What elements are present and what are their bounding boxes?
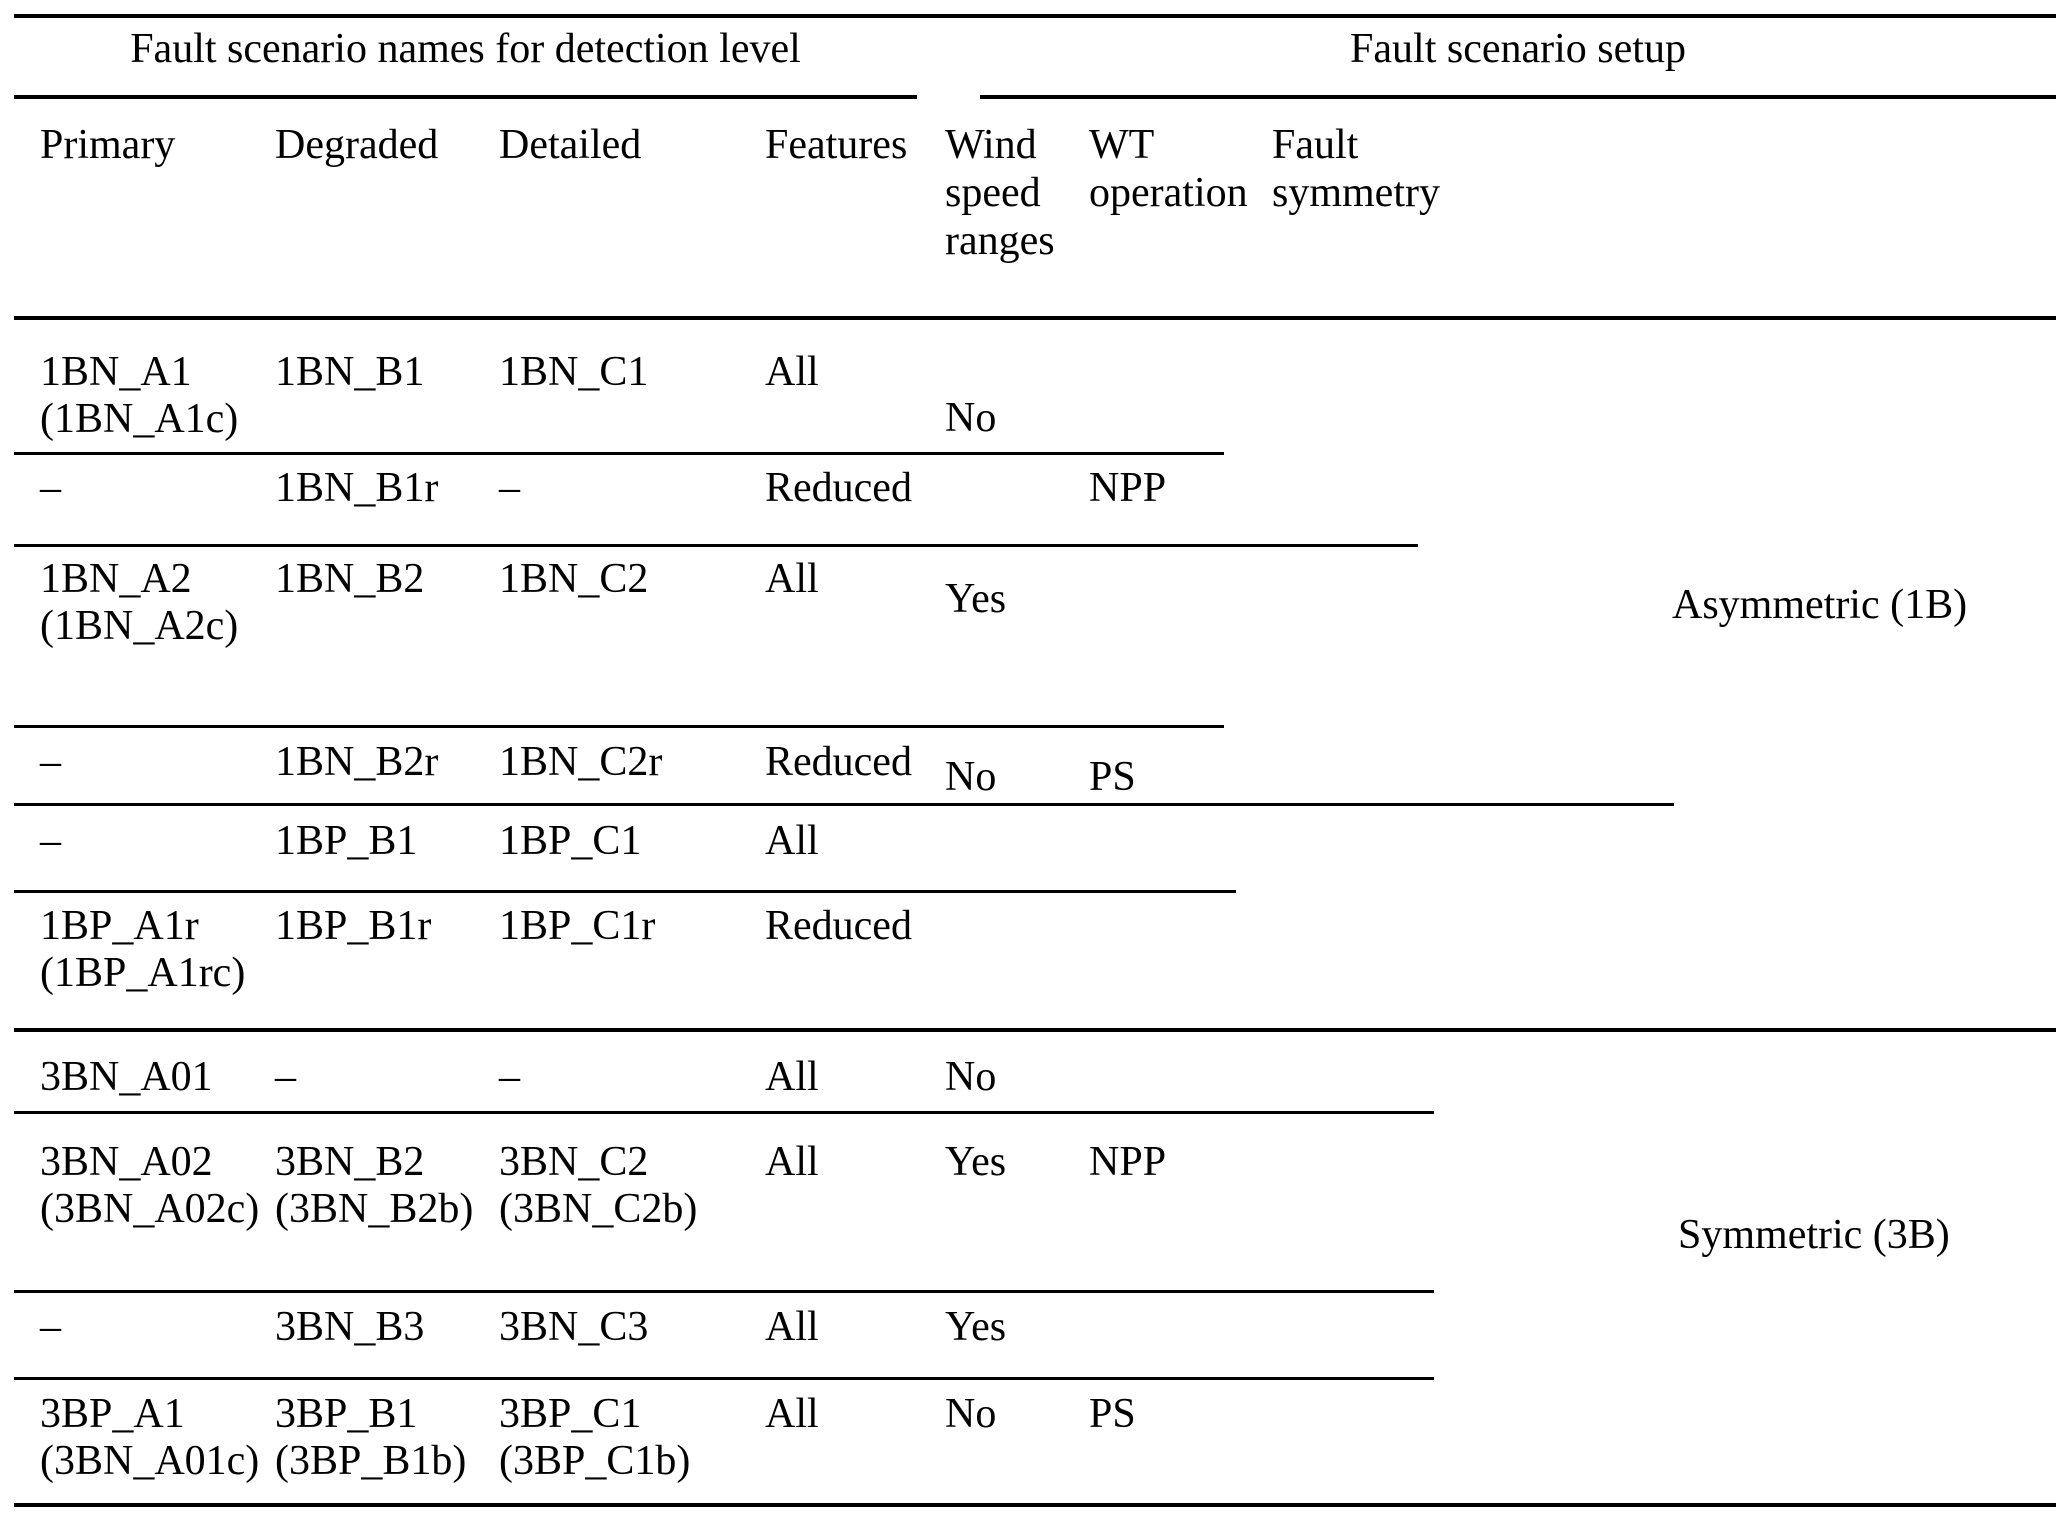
rule-row-after-9 [14,1377,1434,1380]
cell-primary-alt: (3BN_A01c) [40,1438,260,1484]
cell-detailed: 1BN_C2 [499,556,649,602]
cell-degraded: 3BN_B2 [275,1139,425,1185]
cell-degraded: 3BN_B3 [275,1304,425,1350]
rule-row-after-8 [14,1290,1434,1293]
col-header-wind-speed-line3: ranges [945,218,1055,264]
col-header-fault-symmetry-line1: Fault [1272,122,1359,168]
col-header-wt-operation-line1: WT [1089,122,1155,168]
cell-degraded: 1BN_B1 [275,349,425,395]
cell-wind-speed-ranges: No [945,395,997,441]
cell-wind-speed-ranges: No [945,1054,997,1100]
cell-detailed: 1BP_C1 [499,818,642,864]
rule-top [14,14,2056,18]
table-row: – 1BN_B1r – Reduced [0,0,912,511]
table-row: – 1BN_B2r 1BN_C2r Reduced [0,0,912,785]
cell-degraded: 3BP_B1 [275,1391,418,1437]
rule-header-body [14,316,2056,320]
cell-wt-operation: NPP [1089,465,1167,511]
cell-features: All [765,349,819,395]
col-header-primary: Primary [40,122,176,168]
cell-features: All [765,1304,819,1350]
cell-degraded: 1BN_B2 [275,556,425,602]
cell-fault-symmetry: Asymmetric (1B) [1672,582,1968,628]
cell-features: All [765,1054,819,1100]
cell-detailed: – [499,1054,520,1100]
cell-detailed: 1BP_C1r [499,903,656,949]
cell-primary-alt: (1BN_A1c) [40,396,239,442]
cell-primary: 1BN_A1 [40,349,192,395]
cell-features: Reduced [765,903,912,949]
table-row: – 1BP_B1 1BP_C1 All [0,0,819,864]
cell-features: All [765,1139,819,1185]
cell-wt-operation: PS [1089,754,1136,800]
cell-features: All [765,556,819,602]
col-header-features: Features [765,122,908,168]
cell-degraded: 1BN_B2r [275,739,439,785]
cell-detailed: – [499,465,520,511]
cell-features: Reduced [765,739,912,785]
cell-features: All [765,818,819,864]
group-header-detection-level: Fault scenario names for detection level [130,26,801,72]
table-row: 1BP_A1r (1BP_A1rc) 1BP_B1r 1BP_C1r Reduc… [0,0,912,996]
table-row: 3BN_A01 – – All [0,0,819,1100]
cell-wind-speed-ranges: Yes [945,1139,1007,1185]
rule-row-after-3 [14,725,1224,728]
cell-detailed: 1BN_C1 [499,349,649,395]
col-header-wind-speed-line1: Wind [945,122,1037,168]
cell-wind-speed-ranges: No [945,1391,997,1437]
rule-block-separator [14,1028,2056,1032]
cell-primary-alt: (1BP_A1rc) [40,950,246,996]
rule-row-after-2 [14,544,1418,547]
col-header-wt-operation-line2: operation [1089,170,1248,216]
table-row: – 3BN_B3 3BN_C3 All [0,0,819,1350]
cell-primary-alt: (3BN_A02c) [40,1186,260,1232]
cell-degraded: 1BN_B1r [275,465,439,511]
table-row: 1BN_A1 (1BN_A1c) 1BN_B1 1BN_C1 All [0,0,819,442]
cell-detailed: 3BN_C2 [499,1139,649,1185]
cell-fault-symmetry: Symmetric (3B) [1678,1212,1950,1258]
cell-detailed-alt: (3BP_C1b) [499,1438,691,1484]
col-header-detailed: Detailed [499,122,642,168]
cell-degraded: 1BP_B1 [275,818,418,864]
col-header-fault-symmetry-line2: symmetry [1272,170,1440,216]
cell-wind-speed-ranges: No [945,754,997,800]
rule-bottom [14,1503,2056,1507]
cell-primary: – [40,1304,61,1350]
cell-primary: – [40,465,61,511]
rule-group-header-left [14,95,917,99]
rule-group-header-right [980,95,2056,99]
cell-degraded: – [275,1054,296,1100]
cell-primary: – [40,818,61,864]
rule-row-after-1 [14,452,1224,455]
cell-wind-speed-ranges: Yes [945,1304,1007,1350]
cell-detailed-alt: (3BN_C2b) [499,1186,698,1232]
table-row: 3BN_A02 (3BN_A02c) 3BN_B2 (3BN_B2b) 3BN_… [0,0,819,1232]
col-header-wind-speed-line2: speed [945,170,1041,216]
cell-detailed: 3BN_C3 [499,1304,649,1350]
cell-primary: 1BN_A2 [40,556,192,602]
cell-primary: 3BN_A02 [40,1139,213,1185]
cell-features: All [765,1391,819,1437]
rule-row-after-7 [14,1111,1434,1114]
cell-wind-speed-ranges: Yes [945,576,1007,622]
rule-row-after-4 [14,803,1674,806]
cell-wt-operation: NPP [1089,1139,1167,1185]
cell-primary: 3BP_A1 [40,1391,185,1437]
cell-primary: 1BP_A1r [40,903,199,949]
rule-row-after-5 [14,890,1236,893]
cell-features: Reduced [765,465,912,511]
cell-detailed: 1BN_C2r [499,739,663,785]
cell-degraded-alt: (3BN_B2b) [275,1186,474,1232]
table-row: 1BN_A2 (1BN_A2c) 1BN_B2 1BN_C2 All [0,0,819,649]
cell-degraded-alt: (3BP_B1b) [275,1438,467,1484]
cell-primary: 3BN_A01 [40,1054,213,1100]
table-row: 3BP_A1 (3BN_A01c) 3BP_B1 (3BP_B1b) 3BP_C… [0,0,819,1484]
cell-primary: – [40,739,61,785]
cell-primary-alt: (1BN_A2c) [40,603,239,649]
col-header-degraded: Degraded [275,122,439,168]
group-header-scenario-setup: Fault scenario setup [1350,26,1686,72]
cell-wt-operation: PS [1089,1391,1136,1437]
cell-detailed: 3BP_C1 [499,1391,642,1437]
cell-degraded: 1BP_B1r [275,903,432,949]
